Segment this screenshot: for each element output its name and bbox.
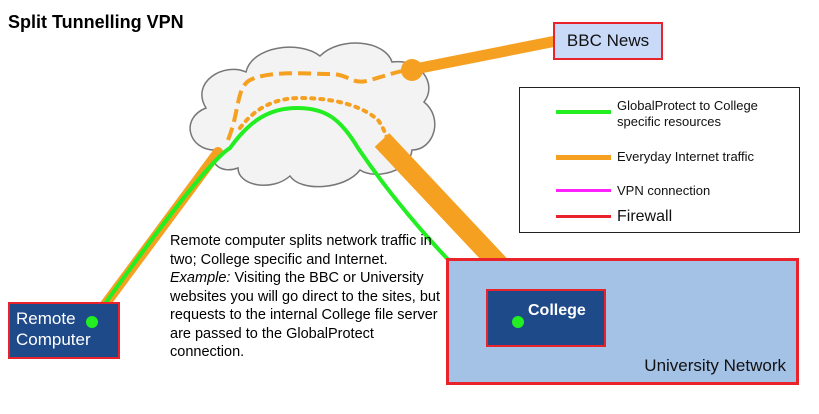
legend-swatch-orange: [556, 155, 611, 160]
description-line1: Remote computer splits network traffic i…: [170, 233, 432, 268]
description-example: Example: Visiting the BBC or University …: [170, 269, 440, 362]
globalprotect-tunnel: [90, 105, 520, 324]
remote-computer-label-line2: Computer: [16, 330, 91, 349]
legend-swatch-red: [556, 215, 611, 218]
legend-swatch-green: [556, 110, 611, 114]
legend-label-firewall: Firewall: [617, 208, 673, 225]
description-text: Remote computer splits network traffic i…: [170, 232, 440, 362]
bbc-news-label: BBC News: [566, 31, 650, 50]
legend: GlobalProtect to College specific resour…: [519, 87, 800, 233]
remote-computer-label-line1: Remote: [16, 309, 76, 328]
legend-swatch-magenta: [556, 189, 611, 192]
bbc-junction: [401, 59, 423, 81]
college-label: College: [528, 302, 586, 319]
bbc-news-node: BBC News: [553, 22, 663, 60]
internet-traffic-to-university-dotted: [238, 95, 392, 150]
legend-label-vpn: VPN connection: [617, 183, 711, 198]
remote-computer-node: Remote Computer: [8, 302, 120, 359]
example-text: Visiting the BBC or University websites …: [170, 270, 440, 360]
legend-label-internet: Everyday Internet traffic: [617, 149, 755, 164]
legend-label-globalprotect: GlobalProtect to College specific resour…: [617, 98, 758, 129]
internet-traffic-to-bbc-dashed: [226, 68, 409, 141]
college-node: College: [486, 289, 606, 347]
internet-traffic-bbc: [404, 35, 562, 76]
page-title: Split Tunnelling VPN: [8, 12, 184, 32]
university-network-label: University Network: [644, 356, 786, 375]
example-label: Example:: [170, 270, 231, 286]
